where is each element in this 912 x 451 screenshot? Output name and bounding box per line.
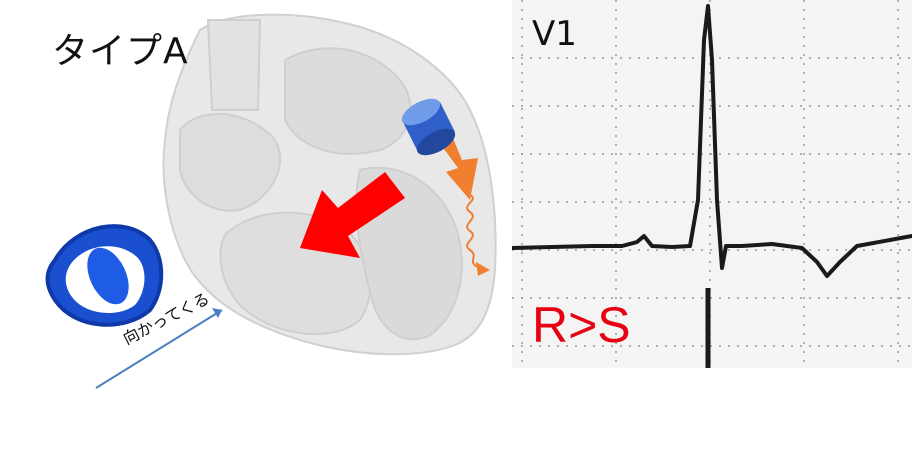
vector-arrow [300,172,405,258]
aorta [206,19,262,111]
electrode-icon [401,98,456,156]
approach-arrow-head [212,308,222,318]
diagram-title: タイプA [52,31,189,72]
ecg-panel [512,0,912,368]
conduction-wave-tip [476,262,490,276]
eye-icon [45,224,164,327]
approach-arrow [95,309,223,389]
ecg-trace [512,4,912,278]
heart-diagram [45,13,497,389]
lead-label: V1 [532,14,577,54]
ratio-label: R>S [532,297,631,353]
right-atrium [179,113,281,212]
conduction-wave [466,194,481,269]
